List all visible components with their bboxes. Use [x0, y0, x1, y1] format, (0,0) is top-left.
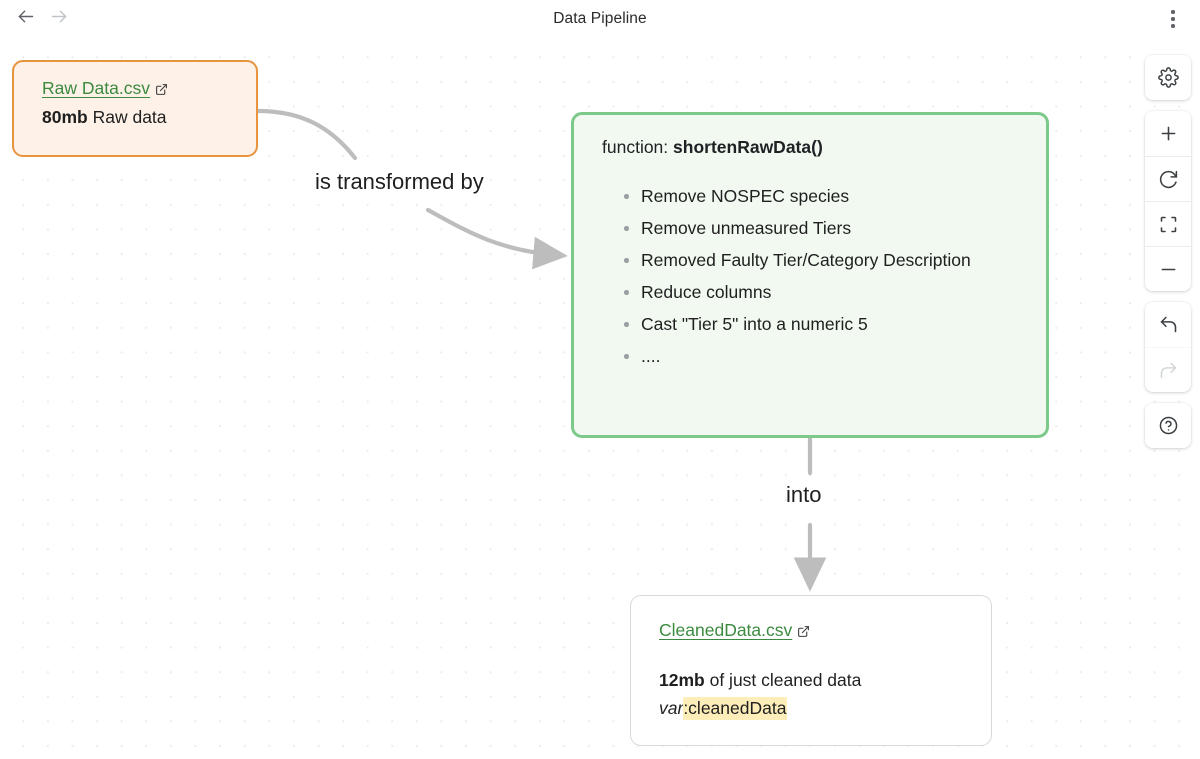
more-vertical-icon-dot	[1171, 24, 1175, 28]
redo-icon	[1158, 360, 1179, 381]
cleaned-data-size-line: 12mb of just cleaned data	[659, 666, 991, 694]
list-item: Remove unmeasured Tiers	[602, 212, 1020, 244]
navigation-arrows	[14, 8, 70, 30]
more-vertical-icon-dot	[1171, 17, 1175, 21]
cleaned-data-file-link[interactable]: CleanedData.csv	[659, 620, 810, 641]
app-header: Data Pipeline	[0, 0, 1200, 38]
list-item: ....	[602, 340, 1020, 372]
raw-data-file-name: Raw Data.csv	[42, 78, 150, 98]
undo-icon	[1158, 314, 1179, 335]
reset-view-button[interactable]	[1145, 156, 1191, 201]
more-vertical-icon-dot	[1171, 10, 1175, 14]
list-item: Remove NOSPEC species	[602, 180, 1020, 212]
plus-icon	[1158, 123, 1179, 144]
edge-label-into: into	[786, 482, 822, 507]
back-button[interactable]	[14, 8, 36, 30]
function-title: function: shortenRawData()	[602, 137, 1020, 158]
question-circle-icon	[1158, 415, 1179, 436]
fullscreen-icon	[1158, 214, 1179, 235]
zoom-out-button[interactable]	[1145, 246, 1191, 291]
toolbar-group-help	[1145, 403, 1191, 448]
toolbar-group-settings	[1145, 55, 1191, 100]
function-name: shortenRawData()	[673, 137, 823, 157]
cleaned-data-description: of just cleaned data	[709, 670, 862, 690]
cleaned-data-size: 12mb	[659, 670, 705, 690]
raw-data-file-link[interactable]: Raw Data.csv	[42, 78, 168, 99]
forward-button[interactable]	[48, 8, 70, 30]
fit-to-screen-button[interactable]	[1145, 201, 1191, 246]
list-item: Removed Faulty Tier/Category Description	[602, 244, 1020, 276]
edge-raw-to-function-a	[255, 108, 358, 161]
edge-label-is-transformed-by: is transformed by	[315, 169, 484, 194]
cleaned-data-meta: 12mb of just cleaned data var:cleanedDat…	[659, 666, 991, 723]
zoom-in-button[interactable]	[1145, 111, 1191, 156]
external-link-icon	[797, 622, 810, 637]
raw-data-meta: 80mb Raw data	[42, 106, 256, 130]
diagram-canvas[interactable]: is transformed by into Raw Data.csv 80mb…	[0, 38, 1200, 759]
minus-icon	[1158, 259, 1179, 280]
more-options-button[interactable]	[1162, 7, 1184, 31]
var-keyword: var	[659, 698, 684, 719]
settings-button[interactable]	[1145, 55, 1191, 100]
node-raw-data[interactable]: Raw Data.csv 80mb Raw data	[12, 60, 258, 157]
help-button[interactable]	[1145, 403, 1191, 448]
raw-data-description: Raw data	[92, 107, 167, 127]
gear-icon	[1157, 67, 1179, 88]
toolbar-group-history	[1145, 302, 1191, 392]
external-link-icon	[155, 80, 168, 95]
arrow-right-icon	[49, 6, 70, 32]
var-name-highlight: :cleanedData	[683, 697, 788, 721]
page-title: Data Pipeline	[553, 10, 647, 27]
function-steps-list: Remove NOSPEC species Remove unmeasured …	[602, 180, 1020, 372]
canvas-toolbar	[1145, 55, 1191, 448]
toolbar-group-zoom	[1145, 111, 1191, 291]
refresh-icon	[1158, 169, 1179, 190]
arrow-left-icon	[15, 6, 36, 32]
node-cleaned-data[interactable]: CleanedData.csv 12mb of just cleaned dat…	[630, 595, 992, 746]
undo-button[interactable]	[1145, 302, 1191, 347]
edge-raw-to-function-b	[425, 207, 568, 270]
node-function-shortenrawdata[interactable]: function: shortenRawData() Remove NOSPEC…	[571, 112, 1049, 438]
cleaned-data-var-line: var:cleanedData	[659, 694, 991, 722]
list-item: Reduce columns	[602, 276, 1020, 308]
list-item: Cast "Tier 5" into a numeric 5	[602, 308, 1020, 340]
raw-data-size: 80mb	[42, 107, 88, 127]
function-keyword-label: function:	[602, 137, 669, 157]
redo-button[interactable]	[1145, 347, 1191, 392]
cleaned-data-file-name: CleanedData.csv	[659, 620, 793, 640]
